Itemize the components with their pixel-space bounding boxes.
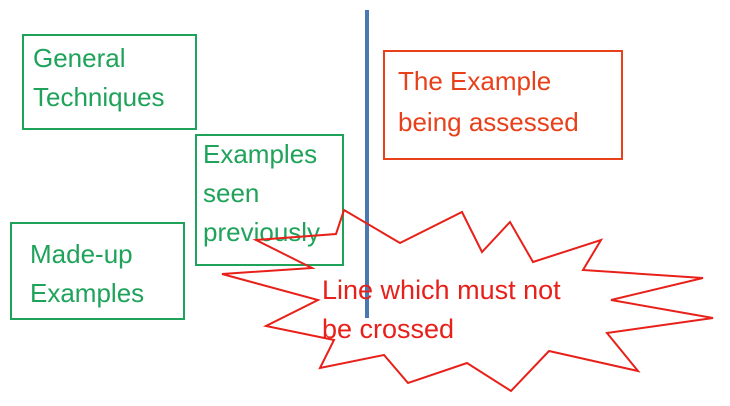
made-up-examples-box xyxy=(10,222,185,320)
example-being-assessed-label: The Example being assessed xyxy=(398,66,579,137)
starburst-callout xyxy=(221,208,714,393)
callout-text: Line which must not be crossed xyxy=(322,275,561,344)
made-up-examples-label: Made-up Examples xyxy=(30,239,145,308)
general-techniques-label: General Techniques xyxy=(33,43,165,112)
example-being-assessed-box xyxy=(383,50,623,160)
general-techniques-box xyxy=(22,34,197,130)
examples-seen-previously-box xyxy=(195,134,344,266)
